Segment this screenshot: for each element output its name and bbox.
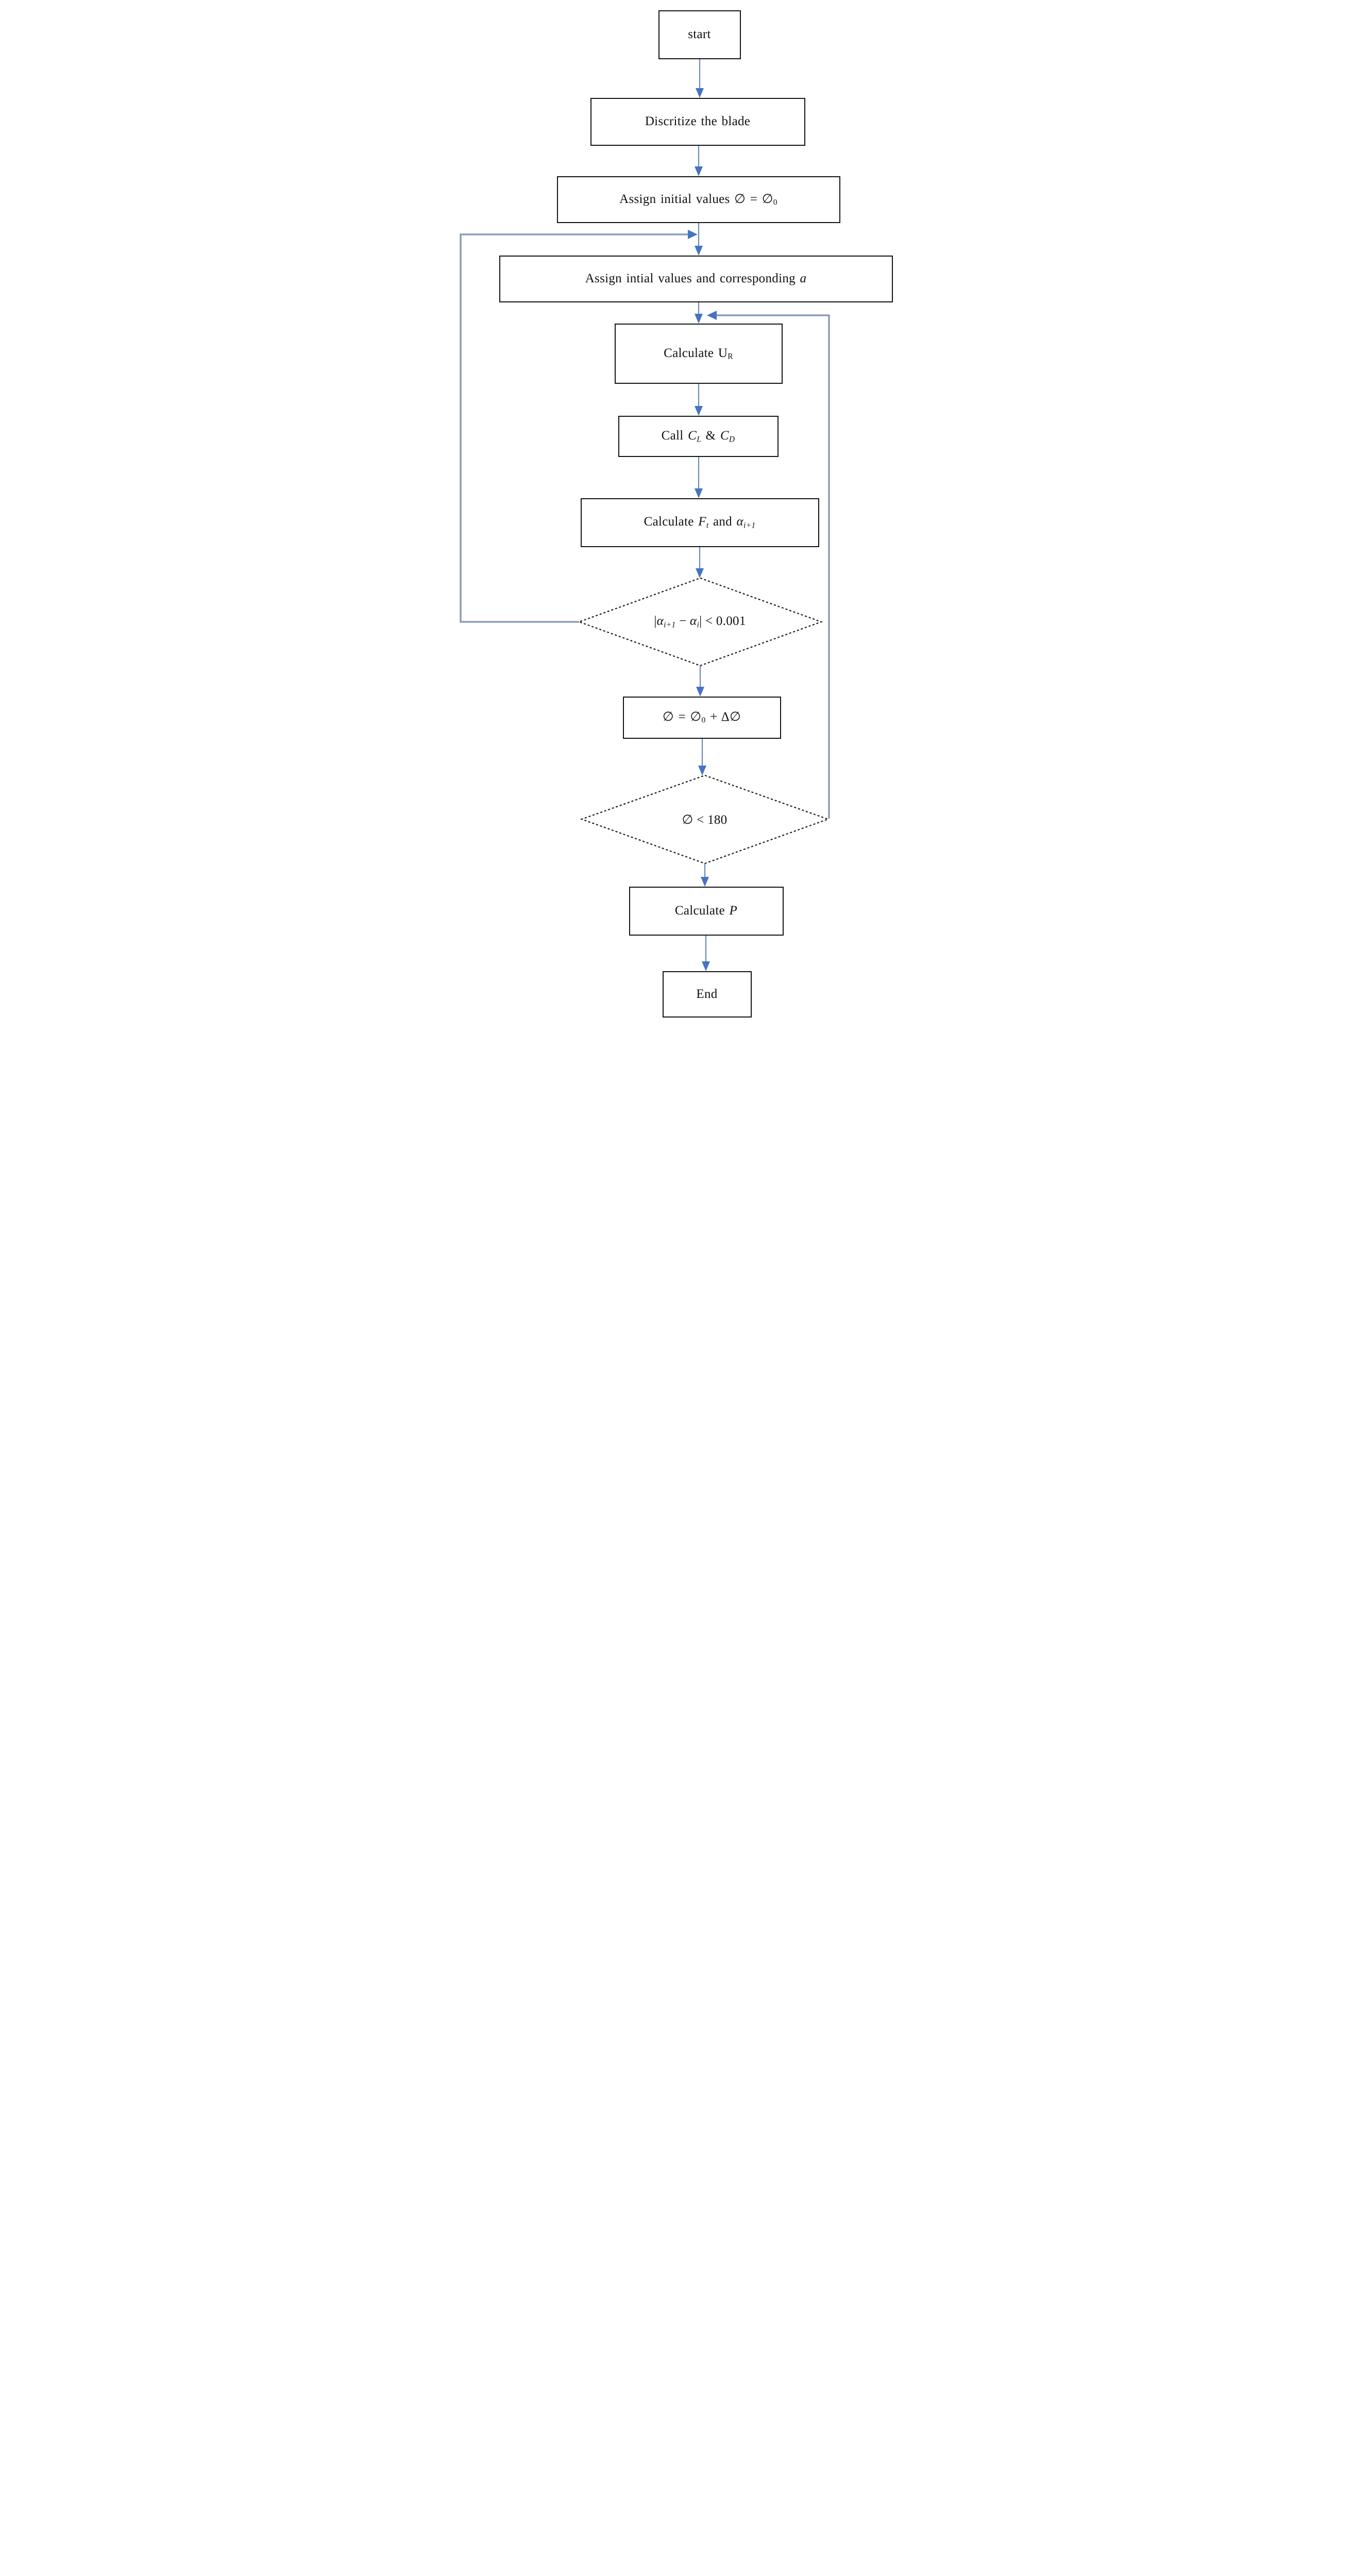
- node-calculate-ft-alpha-label: Calculate Ft and αi+1: [644, 515, 756, 530]
- arrowhead-icon: [694, 314, 703, 324]
- node-end: End: [662, 971, 752, 1018]
- node-assign-initial-label: Assign initial values ∅ = ∅0: [619, 192, 777, 207]
- arrowhead-icon: [694, 488, 703, 498]
- node-discretize-blade: Discritize the blade: [590, 98, 805, 146]
- right-loop-line: [715, 314, 830, 819]
- node-calculate-ur-label: Calculate UR: [664, 346, 733, 361]
- node-call-cl-cd-label: Call CL & CD: [661, 428, 735, 444]
- node-phi-update: ∅ = ∅0 + Δ∅: [622, 697, 781, 739]
- left-loop-arrowhead-icon: [687, 230, 698, 239]
- node-call-cl-cd: Call CL & CD: [618, 416, 779, 457]
- node-end-label: End: [696, 987, 718, 1001]
- arrowhead-icon: [694, 406, 703, 416]
- node-calculate-ur: Calculate UR: [614, 324, 783, 384]
- node-assign-initial-a-label: Assign intial values and corresponding a: [585, 272, 807, 286]
- node-start-label: start: [688, 27, 711, 42]
- node-start: start: [658, 10, 741, 59]
- arrowhead-icon: [694, 166, 703, 176]
- arrowhead-icon: [695, 88, 704, 98]
- arrowhead-icon: [696, 687, 704, 697]
- arrowhead-icon: [698, 766, 706, 775]
- flowchart-canvas: start Discritize the blade Assign initia…: [451, 0, 902, 1027]
- arrowhead-icon: [694, 246, 703, 256]
- arrowhead-icon: [700, 877, 709, 887]
- node-assign-initial-values-a: Assign intial values and corresponding a: [499, 256, 893, 302]
- node-calculate-p-label: Calculate P: [674, 904, 738, 918]
- connector-layer: [459, 59, 830, 971]
- node-calculate-p: Calculate P: [629, 887, 784, 936]
- arrowhead-icon: [695, 568, 704, 578]
- decision-diamond-alpha-check: [577, 577, 823, 667]
- arrowhead-icon: [701, 961, 710, 971]
- left-loop-line: [459, 233, 688, 623]
- node-discretize-label: Discritize the blade: [645, 114, 751, 129]
- node-phi-update-label: ∅ = ∅0 + Δ∅: [662, 710, 741, 725]
- decision-diamond-phi-check: [580, 774, 830, 865]
- right-loop-arrowhead-icon: [706, 311, 717, 320]
- node-calculate-ft-alpha: Calculate Ft and αi+1: [580, 498, 819, 547]
- node-assign-initial-values: Assign initial values ∅ = ∅0: [556, 176, 840, 223]
